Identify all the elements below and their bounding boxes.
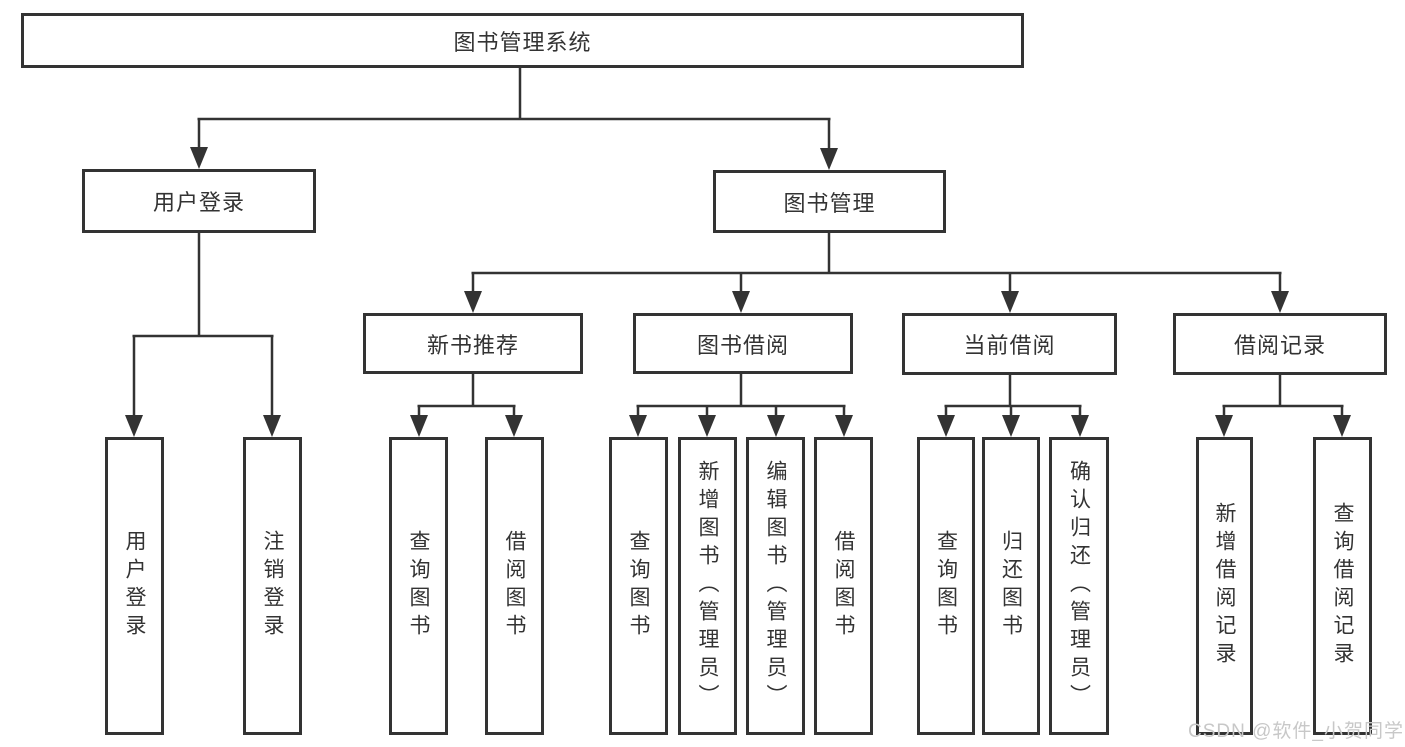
leaf-borrowing-edit-books-admin-label: 编辑图书（管理员） [764, 460, 787, 712]
leaf-current-return-books-label: 归还图书 [999, 530, 1023, 642]
leaf-newbook-borrow-books-label: 借阅图书 [503, 530, 526, 642]
node-root-system: 图书管理系统 [21, 13, 1024, 68]
leaf-borrowing-borrow-books-label: 借阅图书 [832, 530, 855, 642]
leaf-logout-label: 注销登录 [261, 530, 284, 642]
leaf-newbook-borrow-books: 借阅图书 [485, 437, 544, 735]
leaf-user-login: 用户登录 [105, 437, 164, 735]
leaf-borrowing-add-books-admin: 新增图书（管理员） [678, 437, 737, 735]
node-user-login-branch: 用户登录 [82, 169, 316, 233]
leaf-newbook-query-books-label: 查询图书 [407, 530, 430, 642]
leaf-borrowing-edit-books-admin: 编辑图书（管理员） [746, 437, 805, 735]
leaf-user-login-label: 用户登录 [123, 530, 146, 642]
leaf-borrowing-query-books-label: 查询图书 [627, 530, 650, 642]
leaf-records-add-borrow-record: 新增借阅记录 [1196, 437, 1253, 735]
csdn-watermark: CSDN @软件_小贺同学 [1188, 721, 1404, 742]
leaf-borrowing-borrow-books: 借阅图书 [814, 437, 873, 735]
node-borrowing-records-label: 借阅记录 [1233, 333, 1326, 358]
leaf-records-query-borrow-record-label: 查询借阅记录 [1331, 502, 1354, 670]
leaf-current-query-books: 查询图书 [917, 437, 975, 735]
leaf-current-confirm-return-admin: 确认归还（管理员） [1049, 437, 1109, 735]
leaf-logout: 注销登录 [243, 437, 302, 735]
node-new-book-recommend: 新书推荐 [363, 313, 583, 374]
leaf-borrowing-query-books: 查询图书 [609, 437, 668, 735]
leaf-current-return-books: 归还图书 [982, 437, 1040, 735]
node-book-management-branch: 图书管理 [713, 170, 946, 233]
node-user-login-label: 用户登录 [152, 190, 245, 215]
leaf-borrowing-add-books-admin-label: 新增图书（管理员） [696, 460, 719, 712]
leaf-current-confirm-return-admin-label: 确认归还（管理员） [1067, 460, 1091, 712]
leaf-newbook-query-books: 查询图书 [389, 437, 448, 735]
node-borrowing-records: 借阅记录 [1173, 313, 1387, 375]
node-book-borrowing-label: 图书借阅 [696, 332, 789, 358]
node-current-borrowing-label: 当前借阅 [963, 333, 1056, 358]
leaf-records-query-borrow-record: 查询借阅记录 [1313, 437, 1372, 735]
node-current-borrowing: 当前借阅 [902, 313, 1117, 375]
node-root-label: 图书管理系统 [453, 29, 592, 55]
leaf-records-add-borrow-record-label: 新增借阅记录 [1213, 502, 1236, 670]
node-new-book-recommend-label: 新书推荐 [426, 332, 519, 358]
node-book-management-label: 图书管理 [783, 190, 876, 216]
node-book-borrowing: 图书借阅 [633, 313, 853, 374]
leaf-current-query-books-label: 查询图书 [934, 530, 958, 642]
